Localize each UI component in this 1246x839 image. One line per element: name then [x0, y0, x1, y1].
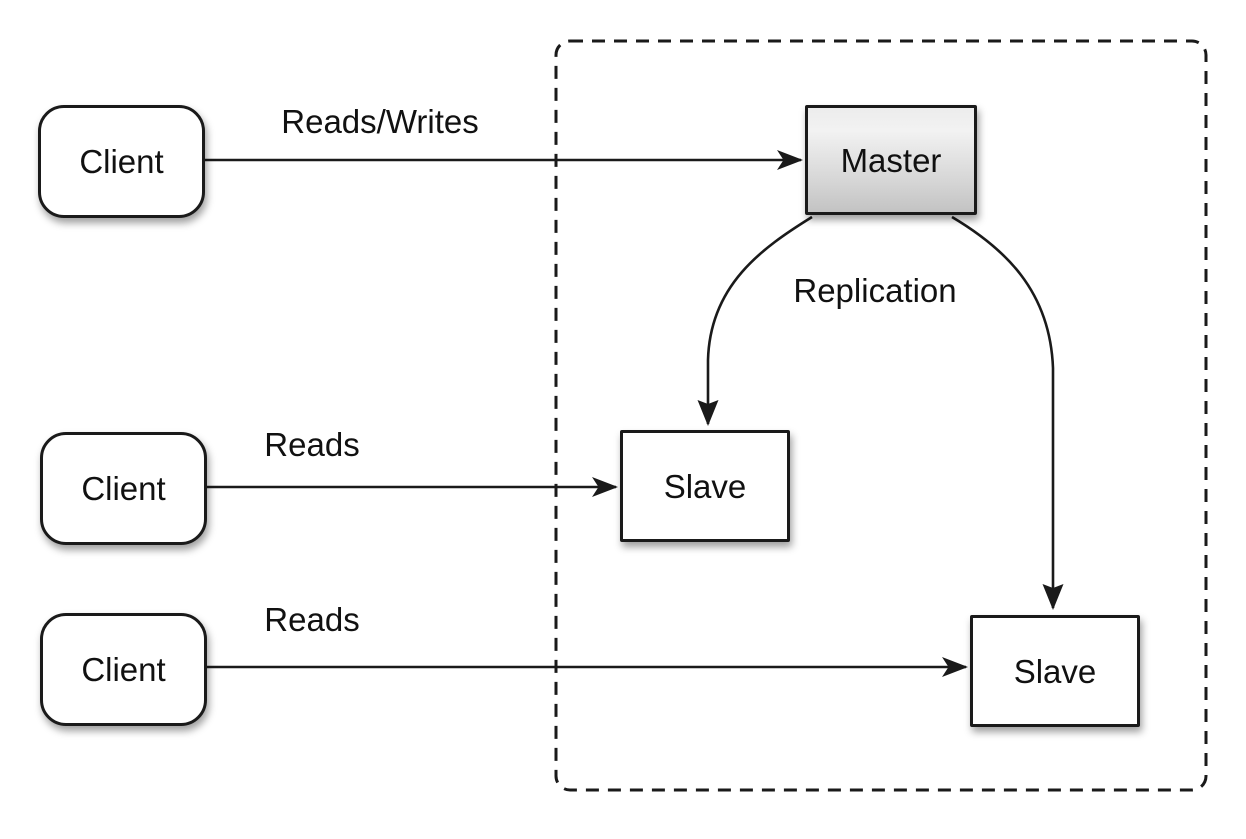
client-node-1-label: Client [79, 143, 164, 180]
client-node-2-label: Client [81, 470, 166, 507]
client-node-2: Client [40, 432, 207, 545]
master-node-label: Master [840, 141, 942, 179]
edge-replication-right [951, 215, 1064, 610]
client-node-3: Client [40, 613, 207, 726]
slave-node-2: Slave [970, 615, 1140, 727]
cluster-boundary [554, 39, 1208, 792]
client-node-1: Client [38, 105, 205, 218]
slave-node-2-label: Slave [1013, 652, 1097, 690]
slave-node-1: Slave [620, 430, 790, 542]
edge-label-replication: Replication [793, 272, 957, 309]
edge-label-reads-bottom: Reads [264, 601, 360, 638]
slave-node-1-label: Slave [663, 467, 747, 505]
client-node-3-label: Client [81, 651, 166, 688]
edge-replication-left [697, 215, 813, 426]
edge-label-reads-writes: Reads/Writes [281, 103, 479, 140]
master-node: Master [805, 105, 977, 215]
edge-label-reads-top: Reads [264, 426, 360, 463]
